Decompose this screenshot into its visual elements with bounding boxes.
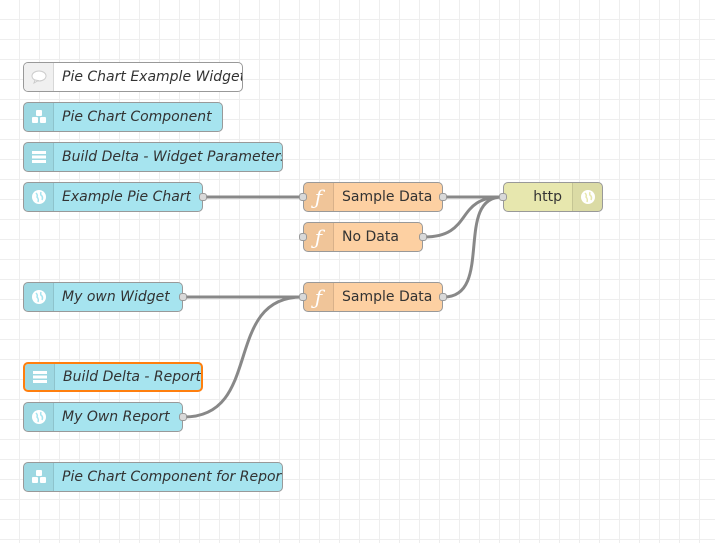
output-port[interactable] — [419, 233, 427, 241]
list-icon — [24, 143, 54, 171]
globe-icon — [572, 183, 602, 211]
node-sample-data-2[interactable]: ƒ Sample Data — [299, 282, 447, 312]
node-label: http — [533, 189, 562, 205]
node-build-delta-report[interactable]: Build Delta - Report — [23, 362, 203, 392]
node-label: Pie Chart Component — [62, 109, 212, 125]
node-pie-chart-component[interactable]: Pie Chart Component — [23, 102, 223, 132]
node-label: No Data — [342, 229, 399, 245]
wire-my-report-to-sample-data-2[interactable] — [183, 295, 303, 419]
output-port[interactable] — [439, 293, 447, 301]
cubes-icon — [24, 463, 54, 491]
node-label: Build Delta - Report — [63, 369, 201, 385]
node-label: Sample Data — [342, 289, 433, 305]
wire-sample-data-2-to-http[interactable] — [443, 195, 503, 299]
node-label: Build Delta - Widget Parameters — [62, 149, 282, 165]
node-label: Pie Chart Example Widget — [62, 69, 242, 85]
list-icon — [25, 364, 55, 390]
node-no-data[interactable]: ƒ No Data — [299, 222, 427, 252]
input-port[interactable] — [299, 233, 307, 241]
function-icon: ƒ — [304, 183, 334, 211]
output-port[interactable] — [179, 293, 187, 301]
output-port[interactable] — [179, 413, 187, 421]
node-label: My own Widget — [62, 289, 170, 305]
function-icon: ƒ — [304, 283, 334, 311]
function-icon: ƒ — [304, 223, 334, 251]
globe-icon — [24, 183, 54, 211]
node-label: Example Pie Chart — [62, 189, 192, 205]
input-port[interactable] — [499, 193, 507, 201]
globe-icon — [24, 283, 54, 311]
node-label: Sample Data — [342, 189, 433, 205]
node-example-pie-chart[interactable]: Example Pie Chart — [23, 182, 207, 212]
cubes-icon — [24, 103, 54, 131]
node-build-delta-widget-parameters[interactable]: Build Delta - Widget Parameters — [23, 142, 283, 172]
node-label: My Own Report — [62, 409, 170, 425]
node-pie-chart-component-for-report[interactable]: Pie Chart Component for Report — [23, 462, 283, 492]
output-port[interactable] — [439, 193, 447, 201]
input-port[interactable] — [299, 293, 307, 301]
node-sample-data-1[interactable]: ƒ Sample Data — [299, 182, 447, 212]
node-pie-chart-example-widget[interactable]: Pie Chart Example Widget — [23, 62, 243, 92]
node-my-own-widget[interactable]: My own Widget — [23, 282, 187, 312]
input-port[interactable] — [299, 193, 307, 201]
output-port[interactable] — [199, 193, 207, 201]
node-http[interactable]: http — [499, 182, 603, 212]
globe-icon — [24, 403, 54, 431]
comment-icon — [24, 63, 54, 91]
node-label: Pie Chart Component for Report — [62, 469, 282, 485]
node-my-own-report[interactable]: My Own Report — [23, 402, 187, 432]
